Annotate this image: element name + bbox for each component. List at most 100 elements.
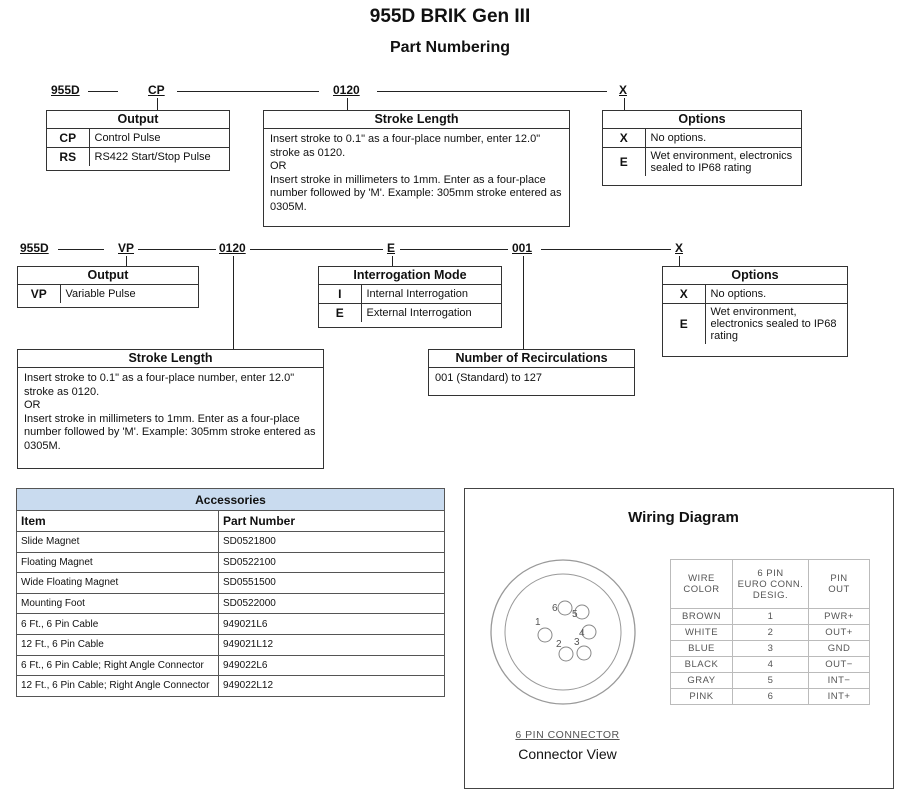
page-title: 955D BRIK Gen III [369, 6, 531, 27]
table-row: 12 Ft., 6 Pin Cable; Right Angle Connect… [16, 675, 445, 697]
connector-line [233, 256, 234, 349]
wiring-title: Wiring Diagram [628, 509, 739, 526]
connector-label: 6 PIN CONNECTOR [515, 729, 620, 741]
connector-line [392, 256, 393, 266]
stroke-text: Insert stroke to 0.1" as a four-place nu… [270, 133, 541, 159]
options-title: Options [603, 111, 801, 129]
page-subtitle: Part Numbering [389, 39, 510, 56]
connector-view-caption: Connector View [518, 746, 617, 762]
pin-6-hole [557, 600, 573, 616]
connector-line [541, 249, 671, 250]
recirculations-box: Number of Recirculations 001 (Standard) … [428, 349, 635, 396]
connector-line [157, 98, 158, 110]
recirculations-text: 001 (Standard) to 127 [435, 372, 543, 384]
pin-2-hole [558, 646, 574, 662]
recirculations-title: Number of Recirculations [429, 350, 634, 368]
stroke-text: Insert stroke in millimeters to 1mm. Ent… [24, 412, 316, 452]
code-recirculations: 001 [512, 241, 533, 255]
code-options: X [675, 241, 684, 255]
pin-5-hole [574, 604, 590, 620]
code-output: CP [148, 83, 165, 97]
code-options: X [619, 83, 628, 97]
connector-outer-ring [490, 559, 636, 705]
column-header-pin-out: PIN OUT [808, 559, 870, 609]
pin-2-label: 2 [556, 639, 562, 650]
connector-line [250, 249, 383, 250]
connector-line [624, 98, 625, 110]
column-header-conn-desig: 6 PIN EURO CONN. DESIG. [732, 559, 809, 609]
connector-line [377, 91, 607, 92]
connector-line [347, 98, 348, 110]
stroke-title: Stroke Length [18, 350, 323, 368]
code-interrogation: E [387, 241, 396, 255]
pin-4-label: 4 [579, 628, 585, 639]
connector-line [177, 91, 319, 92]
stroke-box-row1: Stroke Length Insert stroke to 0.1" as a… [263, 110, 570, 227]
connector-line [400, 249, 508, 250]
pin-5-label: 5 [572, 609, 578, 620]
stroke-or: OR [24, 399, 41, 411]
column-header-wire-color: WIRE COLOR [670, 559, 733, 609]
connector-line [679, 256, 680, 266]
connector-line [523, 256, 524, 349]
pin-4-hole [581, 624, 597, 640]
stroke-or: OR [270, 160, 287, 172]
connector-line [138, 249, 216, 250]
connector-line [58, 249, 104, 250]
connector-line [88, 91, 118, 92]
stroke-box-row2: Stroke Length Insert stroke to 0.1" as a… [17, 349, 324, 469]
stroke-text: Insert stroke to 0.1" as a four-place nu… [24, 372, 295, 398]
wiring-table: WIRE COLOR 6 PIN EURO CONN. DESIG. PIN O… [670, 559, 870, 705]
interrogation-title: Interrogation Mode [319, 267, 501, 285]
column-header-item: Item [16, 510, 219, 532]
column-header-part-number: Part Number [218, 510, 445, 532]
table-row: 6 Ft., 6 Pin Cable; Right Angle Connecto… [16, 654, 445, 677]
pin-6-label: 6 [552, 603, 558, 614]
stroke-text: Insert stroke in millimeters to 1mm. Ent… [270, 173, 562, 213]
pin-1-label: 1 [535, 617, 541, 628]
code-stroke: 0120 [219, 241, 246, 255]
code-model: 955D [20, 241, 49, 255]
code-stroke: 0120 [333, 83, 360, 97]
pin-1-hole [537, 627, 553, 643]
accessories-title: Accessories [16, 488, 445, 511]
output-title: Output [18, 267, 198, 285]
code-output: VP [118, 241, 135, 255]
wiring-diagram-panel: Wiring Diagram 1 2 3 4 5 6 6 PIN CONNECT… [464, 488, 894, 789]
pin-3-hole [576, 645, 592, 661]
accessories-table: Accessories Item Part Number Slide Magne… [16, 488, 445, 697]
pin-3-label: 3 [574, 637, 580, 648]
connector-diagram: 1 2 3 4 5 6 [490, 559, 636, 705]
output-title: Output [47, 111, 229, 129]
code-model: 955D [51, 83, 80, 97]
stroke-title: Stroke Length [264, 111, 569, 129]
connector-line [126, 256, 127, 266]
connector-inner-ring [504, 573, 622, 691]
